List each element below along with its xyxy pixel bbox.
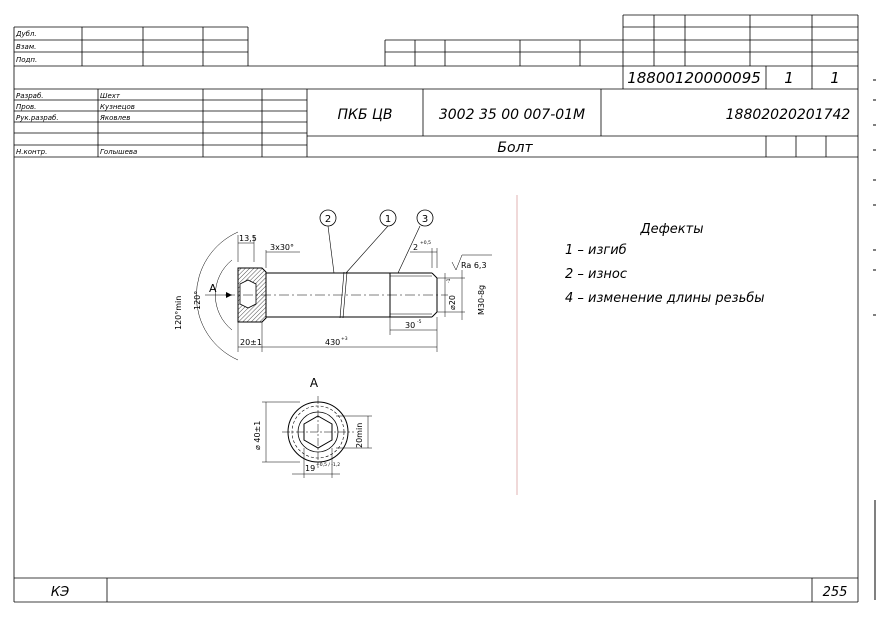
dim-chamfer: 3х30° bbox=[270, 243, 294, 252]
sheets-count: 1 bbox=[830, 69, 840, 87]
footer-left: КЭ bbox=[51, 585, 69, 600]
bolt-side-view: 2 1 3 bbox=[174, 209, 492, 361]
role-nkontr: Н.контр. bbox=[16, 148, 47, 156]
view-label-a: А bbox=[310, 376, 319, 390]
dim-20: 20±1 bbox=[240, 338, 262, 347]
dim-30-tol: -5 bbox=[417, 319, 422, 325]
defects-list: Дефекты 1 – изгиб 2 – износ 4 – изменени… bbox=[565, 222, 765, 306]
label-podp: Подп. bbox=[16, 56, 37, 64]
callout-1: 1 bbox=[385, 214, 391, 225]
name-razrab: Шехт bbox=[100, 92, 121, 100]
dim-19-tol: +0,5 / -1,2 bbox=[316, 462, 340, 468]
callout-3: 3 bbox=[422, 214, 428, 225]
dim-430-tol: +3 bbox=[341, 336, 348, 342]
designation: 3002 35 00 007-01М bbox=[439, 107, 585, 123]
dim-430: 430 bbox=[325, 338, 340, 347]
org-name: ПКБ ЦВ bbox=[338, 107, 393, 123]
name-ruk: Яковлев bbox=[99, 114, 130, 122]
footer-page: 255 bbox=[823, 585, 848, 600]
angle: 120° bbox=[193, 291, 202, 310]
angle-min: 120°min bbox=[174, 296, 183, 330]
defects-title: Дефекты bbox=[640, 222, 704, 237]
view-arrow-a: А bbox=[209, 282, 217, 295]
role-ruk: Рук.разраб. bbox=[16, 114, 59, 122]
sheet-number: 1 bbox=[784, 69, 794, 87]
roughness: Ra 6,3 bbox=[461, 261, 487, 270]
role-prov: Пров. bbox=[16, 103, 36, 111]
label-vzam: Взам. bbox=[16, 43, 36, 51]
bolt-end-view: А ⌀ 40±1 20min 19 +0,5 / -1,2 bbox=[253, 376, 372, 478]
code2: 18802020201742 bbox=[726, 107, 851, 123]
dim-19: 19 bbox=[305, 464, 315, 473]
dia-20-tol: -1 bbox=[446, 278, 452, 283]
dim-2-tol: +0,5 bbox=[420, 240, 431, 246]
doc-number: 18800120000095 bbox=[627, 69, 761, 87]
callout-2: 2 bbox=[325, 214, 331, 225]
defect-item-2: 2 – износ bbox=[565, 267, 627, 282]
dim-13-5: 13,5 bbox=[239, 234, 257, 243]
defect-item-4: 4 – изменение длины резьбы bbox=[565, 291, 765, 306]
dim-20min: 20min bbox=[355, 423, 364, 448]
dia-40: ⌀ 40±1 bbox=[253, 421, 262, 450]
dia-20: ⌀20 bbox=[448, 295, 457, 310]
dim-2: 2 bbox=[413, 243, 418, 252]
margin-ticks bbox=[873, 79, 876, 600]
role-razrab: Разраб. bbox=[16, 92, 44, 100]
dim-30: 30 bbox=[405, 321, 415, 330]
defect-item-1: 1 – изгиб bbox=[565, 243, 627, 258]
name-nkontr: Голышева bbox=[100, 148, 137, 156]
thread: М30-8g bbox=[477, 285, 486, 315]
part-name: Болт bbox=[497, 140, 533, 156]
name-prov: Кузнецов bbox=[100, 103, 135, 111]
label-dubl: Дубл. bbox=[15, 30, 37, 38]
